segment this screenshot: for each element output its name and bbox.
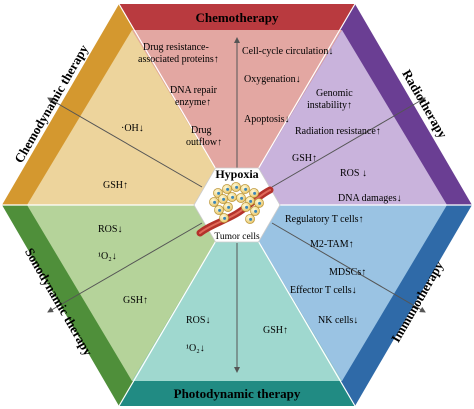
cell-nucleus-icon — [218, 208, 222, 212]
cell-nucleus-icon — [249, 217, 253, 221]
chemo-item: enzyme↑ — [175, 97, 211, 108]
radio-item: instability↑ — [307, 100, 352, 111]
immunotherapy-sector — [237, 205, 447, 381]
cell-nucleus-icon — [245, 205, 249, 209]
cell-nucleus-icon — [227, 205, 231, 209]
chemo-item: outflow↑ — [186, 137, 222, 148]
cell-nucleus-icon — [253, 191, 257, 195]
tumor-cell-cluster-icon — [209, 182, 264, 224]
cell-nucleus-icon — [235, 185, 239, 189]
cell-nucleus-icon — [258, 201, 262, 205]
immuno-item: NK cells↓ — [318, 315, 358, 326]
immuno-item: M2-TAM↑ — [310, 239, 354, 250]
cell-nucleus-icon — [213, 200, 217, 204]
cell-nucleus-icon — [222, 197, 226, 201]
effect-arrows — [47, 37, 426, 373]
cell-nucleus-icon — [217, 191, 221, 195]
sonodynamic-sector — [27, 205, 237, 381]
photo-item: ROS↓ — [186, 315, 210, 326]
radio-item: GSH↑ — [292, 153, 317, 164]
cell-nucleus-icon — [249, 199, 253, 203]
photo-item: ¹O₂↓ — [186, 343, 205, 354]
arrow-chemodynamic — [47, 97, 203, 188]
radio-item: ROS ↓ — [340, 168, 367, 179]
chemo-item: Cell-cycle circulation↓ — [242, 46, 333, 57]
cell-nucleus-icon — [244, 187, 248, 191]
chemo-item: Apoptosis↓ — [244, 114, 290, 125]
radio-item: Genomic — [316, 88, 353, 99]
hypoxia-center: Hypoxia Tumor cells — [193, 167, 281, 243]
photodynamic-items: ROS↓ ¹O₂↓ GSH↑ — [186, 315, 288, 354]
immuno-item: MDSCs↑ — [329, 267, 366, 278]
chemo-item: Drug — [191, 125, 212, 136]
chemodynamic-sector — [27, 30, 237, 205]
photodynamic-title: Photodynamic therapy — [174, 386, 301, 401]
immunotherapy-items: Regulatory T cells↑ M2-TAM↑ MDSCs↑ Effec… — [285, 214, 366, 326]
cell-nucleus-icon — [223, 216, 227, 220]
sono-item: GSH↑ — [123, 295, 148, 306]
immuno-item: Regulatory T cells↑ — [285, 214, 364, 225]
chemodynamic-items: ·OH↓ GSH↑ — [103, 123, 144, 191]
chemod-item: GSH↑ — [103, 180, 128, 191]
arrow-radiotherapy — [271, 97, 426, 188]
chemotherapy-items: Drug resistance- associated proteins↑ DN… — [138, 42, 333, 148]
tumor-cells-illustration — [196, 182, 274, 237]
radiotherapy-items: Genomic instability↑ Radiation resistanc… — [292, 88, 402, 204]
chemod-item: ·OH↓ — [121, 123, 144, 134]
radio-item: Radiation resistance↑ — [295, 126, 381, 137]
photo-item: GSH↑ — [263, 325, 288, 336]
chemo-item: DNA repair — [170, 85, 218, 96]
immuno-item: Effector T cells↓ — [290, 285, 357, 296]
sono-item: ¹O₂↓ — [98, 251, 117, 262]
cell-nucleus-icon — [240, 196, 244, 200]
cell-nucleus-icon — [226, 187, 230, 191]
cell-nucleus-icon — [231, 195, 235, 199]
center-caption: Tumor cells — [214, 232, 260, 242]
cell-nucleus-icon — [254, 209, 258, 213]
arrow-immunotherapy — [271, 222, 426, 313]
sono-item: ROS↓ — [98, 224, 122, 235]
radio-item: DNA damages↓ — [338, 193, 402, 204]
chemotherapy-title: Chemotherapy — [195, 10, 279, 25]
arrow-sonodynamic — [47, 222, 203, 313]
center-title: Hypoxia — [215, 167, 258, 181]
chemo-item: Drug resistance- — [143, 42, 209, 53]
radiotherapy-sector — [237, 30, 447, 205]
sonodynamic-items: ROS↓ ¹O₂↓ GSH↑ — [98, 224, 148, 306]
chemo-item: associated proteins↑ — [138, 54, 219, 65]
chemo-item: Oxygenation↓ — [244, 74, 301, 85]
